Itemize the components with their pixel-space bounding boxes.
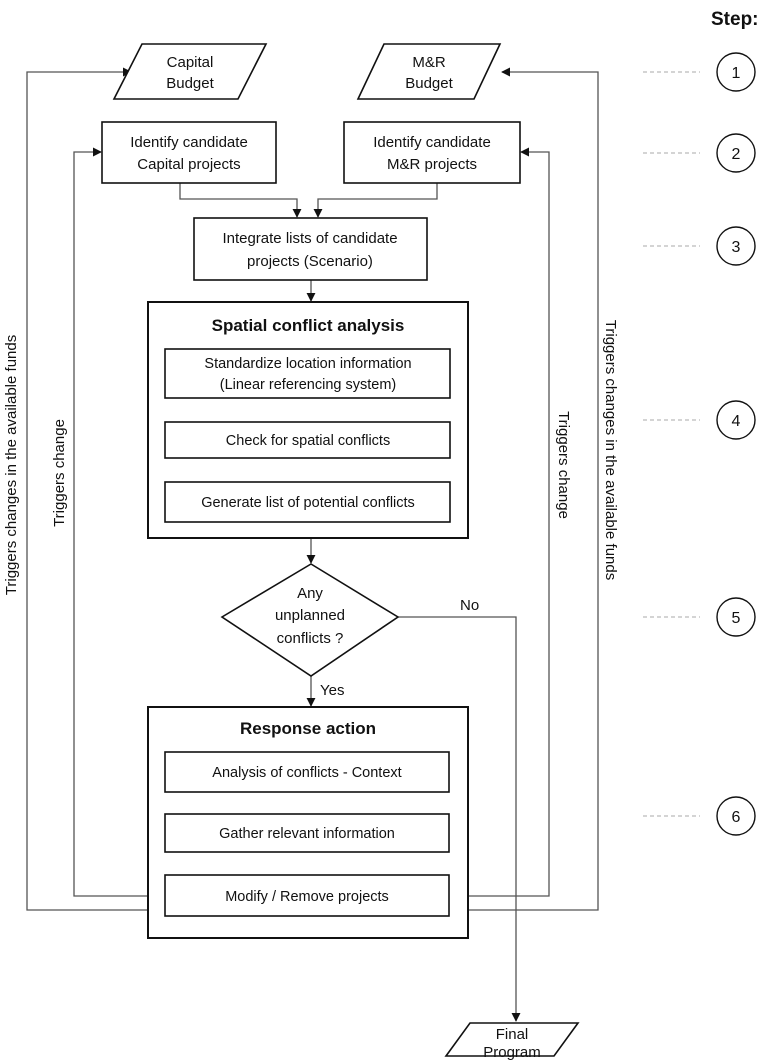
standardize-node: [164, 348, 451, 399]
inner-left-label: Triggers change: [51, 419, 68, 527]
spatial-conflict-title: Spatial conflict analysis: [212, 316, 405, 335]
decision-line3: conflicts ?: [277, 630, 344, 647]
final-program-node: [444, 1022, 580, 1057]
integrate-line1: Integrate lists of candidate: [222, 230, 397, 247]
integrate-node: [193, 217, 428, 281]
identify-capital-node: [101, 121, 277, 184]
no-label: No: [460, 597, 479, 614]
decision-line1: Any: [297, 585, 323, 602]
analysis-text: Analysis of conflicts - Context: [212, 765, 401, 781]
loop-outer-right: [447, 67, 599, 911]
identify-mr-line1: Identify candidate: [373, 134, 491, 151]
integrate-line2: projects (Scenario): [247, 253, 373, 270]
step-5-circle: [716, 597, 756, 637]
inner-right-label: Triggers change: [555, 411, 572, 519]
identify-mr-node: [343, 121, 521, 184]
gather-node: [164, 813, 450, 853]
mr-budget-line1: M&R: [412, 54, 446, 71]
identify-capital-line2: Capital projects: [137, 156, 240, 173]
capital-budget-line1: Capital: [167, 54, 214, 71]
step-1-number: 1: [732, 65, 741, 82]
step-2-number: 2: [732, 146, 741, 163]
response-action-title: Response action: [240, 719, 376, 738]
step-3-number: 3: [732, 239, 741, 256]
mr-budget-line2: Budget: [405, 75, 453, 92]
outer-right-label: Triggers changes in the available funds: [602, 320, 619, 580]
step-2-circle: [716, 133, 756, 173]
standardize-line2: (Linear referencing system): [220, 377, 397, 393]
connector-no: [398, 616, 521, 1022]
step-1-circle: [716, 52, 756, 92]
connector-mr-to-integrate: [313, 183, 438, 218]
connector-capital-to-integrate: [179, 183, 302, 218]
step-6-circle: [716, 796, 756, 836]
yes-label: Yes: [320, 682, 344, 699]
capital-budget-line2: Budget: [166, 75, 214, 92]
identify-capital-line1: Identify candidate: [130, 134, 248, 151]
check-conflicts-text: Check for spatial conflicts: [226, 433, 390, 449]
analysis-node: [164, 751, 450, 793]
final-program-line1: Final: [496, 1026, 529, 1043]
generate-list-text: Generate list of potential conflicts: [201, 495, 415, 511]
step-4-circle: [716, 400, 756, 440]
step-5-number: 5: [732, 610, 741, 627]
step-3-circle: [716, 226, 756, 266]
loop-inner-left: [73, 147, 165, 897]
mr-budget-node: [356, 43, 502, 100]
modify-node: [164, 874, 450, 917]
check-conflicts-node: [164, 421, 451, 459]
standardize-line1: Standardize location information: [204, 356, 411, 372]
step-6-number: 6: [732, 809, 741, 826]
gather-text: Gather relevant information: [219, 826, 395, 842]
decision-node: [220, 563, 400, 677]
decision-line2: unplanned: [275, 607, 345, 624]
step-4-number: 4: [732, 413, 741, 430]
capital-budget-node: [112, 43, 268, 100]
generate-list-node: [164, 481, 451, 523]
modify-text: Modify / Remove projects: [225, 889, 389, 905]
loop-inner-right: [447, 147, 550, 897]
outer-left-label: Triggers changes in the available funds: [3, 335, 20, 595]
loop-outer-left: [26, 67, 165, 911]
final-program-line2: Program: [483, 1044, 541, 1061]
identify-mr-line2: M&R projects: [387, 156, 477, 173]
step-header: Step:: [711, 9, 759, 30]
